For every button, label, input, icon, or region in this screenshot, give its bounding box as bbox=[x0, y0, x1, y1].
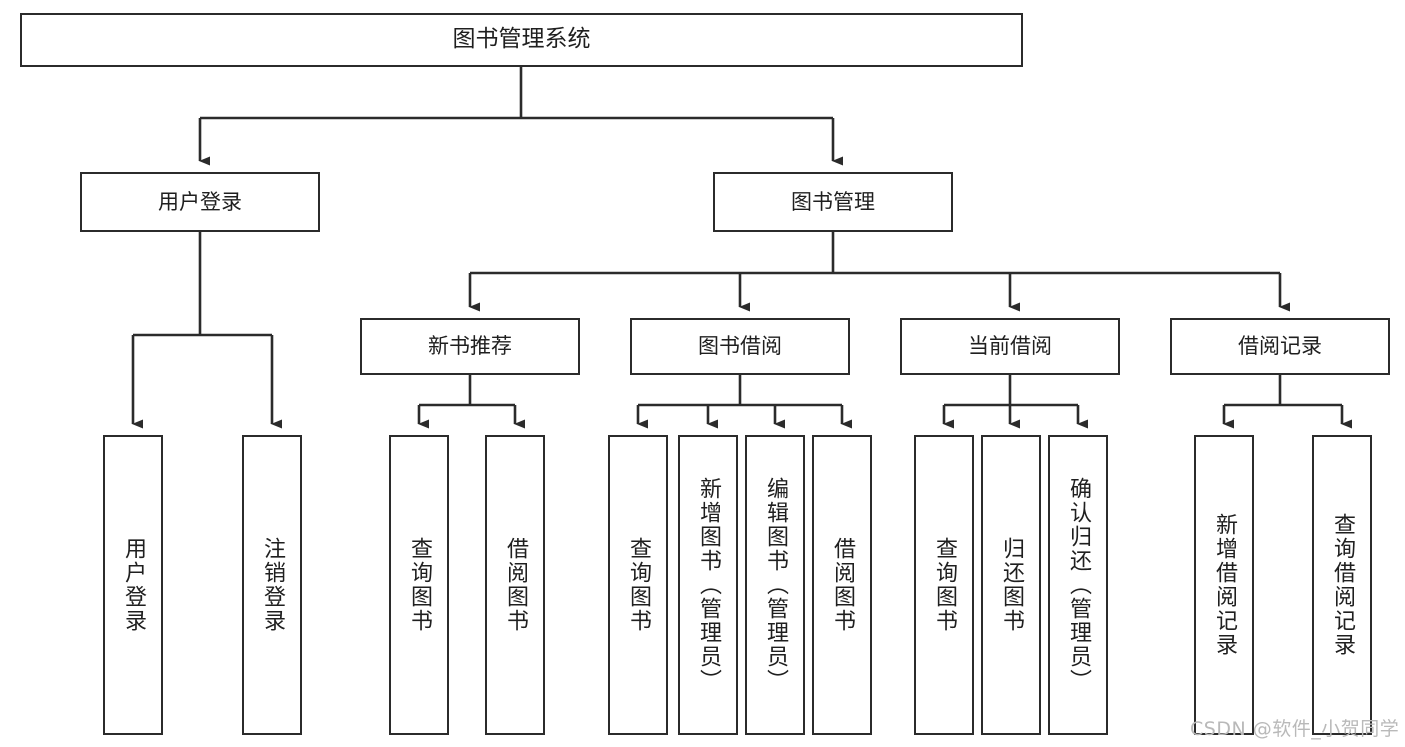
node-current-borrow[interactable]: 当前借阅 bbox=[900, 318, 1120, 375]
node-leaf-borrow-book-1[interactable]: 借阅图书 bbox=[485, 435, 545, 735]
node-leaf-add-book[interactable]: 新增图书（管理员） bbox=[678, 435, 738, 735]
node-leaf-query-book-2[interactable]: 查询图书 bbox=[608, 435, 668, 735]
node-leaf-query-book-1[interactable]: 查询图书 bbox=[389, 435, 449, 735]
node-label: 借阅图书 bbox=[829, 537, 855, 633]
node-label: 借阅图书 bbox=[502, 537, 528, 633]
node-label: 注销登录 bbox=[259, 537, 285, 633]
node-label: 图书管理系统 bbox=[452, 26, 591, 53]
node-leaf-query-book-3[interactable]: 查询图书 bbox=[914, 435, 974, 735]
node-label: 查询图书 bbox=[406, 537, 432, 633]
node-borrow-record[interactable]: 借阅记录 bbox=[1170, 318, 1390, 375]
node-leaf-query-record[interactable]: 查询借阅记录 bbox=[1312, 435, 1372, 735]
node-label: 图书借阅 bbox=[698, 334, 782, 359]
watermark-text: CSDN @软件_小贺同学 bbox=[1190, 718, 1400, 740]
node-leaf-user-login[interactable]: 用户登录 bbox=[103, 435, 163, 735]
node-label: 新增借阅记录 bbox=[1211, 513, 1237, 657]
node-label: 确认归还（管理员） bbox=[1065, 477, 1091, 693]
node-leaf-logout-login[interactable]: 注销登录 bbox=[242, 435, 302, 735]
node-label: 新书推荐 bbox=[428, 334, 512, 359]
node-label: 用户登录 bbox=[120, 537, 146, 633]
node-leaf-add-record[interactable]: 新增借阅记录 bbox=[1194, 435, 1254, 735]
node-user-login[interactable]: 用户登录 bbox=[80, 172, 320, 232]
node-label: 归还图书 bbox=[998, 537, 1024, 633]
node-label: 编辑图书（管理员） bbox=[762, 477, 788, 693]
node-leaf-return-book[interactable]: 归还图书 bbox=[981, 435, 1041, 735]
node-label: 当前借阅 bbox=[968, 334, 1052, 359]
node-label: 查询借阅记录 bbox=[1329, 513, 1355, 657]
node-book-borrow[interactable]: 图书借阅 bbox=[630, 318, 850, 375]
node-leaf-borrow-book-2[interactable]: 借阅图书 bbox=[812, 435, 872, 735]
node-label: 图书管理 bbox=[791, 189, 875, 214]
node-leaf-confirm-return[interactable]: 确认归还（管理员） bbox=[1048, 435, 1108, 735]
node-book-management[interactable]: 图书管理 bbox=[713, 172, 953, 232]
node-label: 用户登录 bbox=[158, 189, 242, 214]
node-label: 借阅记录 bbox=[1238, 334, 1322, 359]
node-label: 查询图书 bbox=[931, 537, 957, 633]
node-label: 查询图书 bbox=[625, 537, 651, 633]
node-label: 新增图书（管理员） bbox=[695, 477, 721, 693]
node-leaf-edit-book[interactable]: 编辑图书（管理员） bbox=[745, 435, 805, 735]
node-root-system[interactable]: 图书管理系统 bbox=[20, 13, 1023, 67]
node-new-book-recommend[interactable]: 新书推荐 bbox=[360, 318, 580, 375]
